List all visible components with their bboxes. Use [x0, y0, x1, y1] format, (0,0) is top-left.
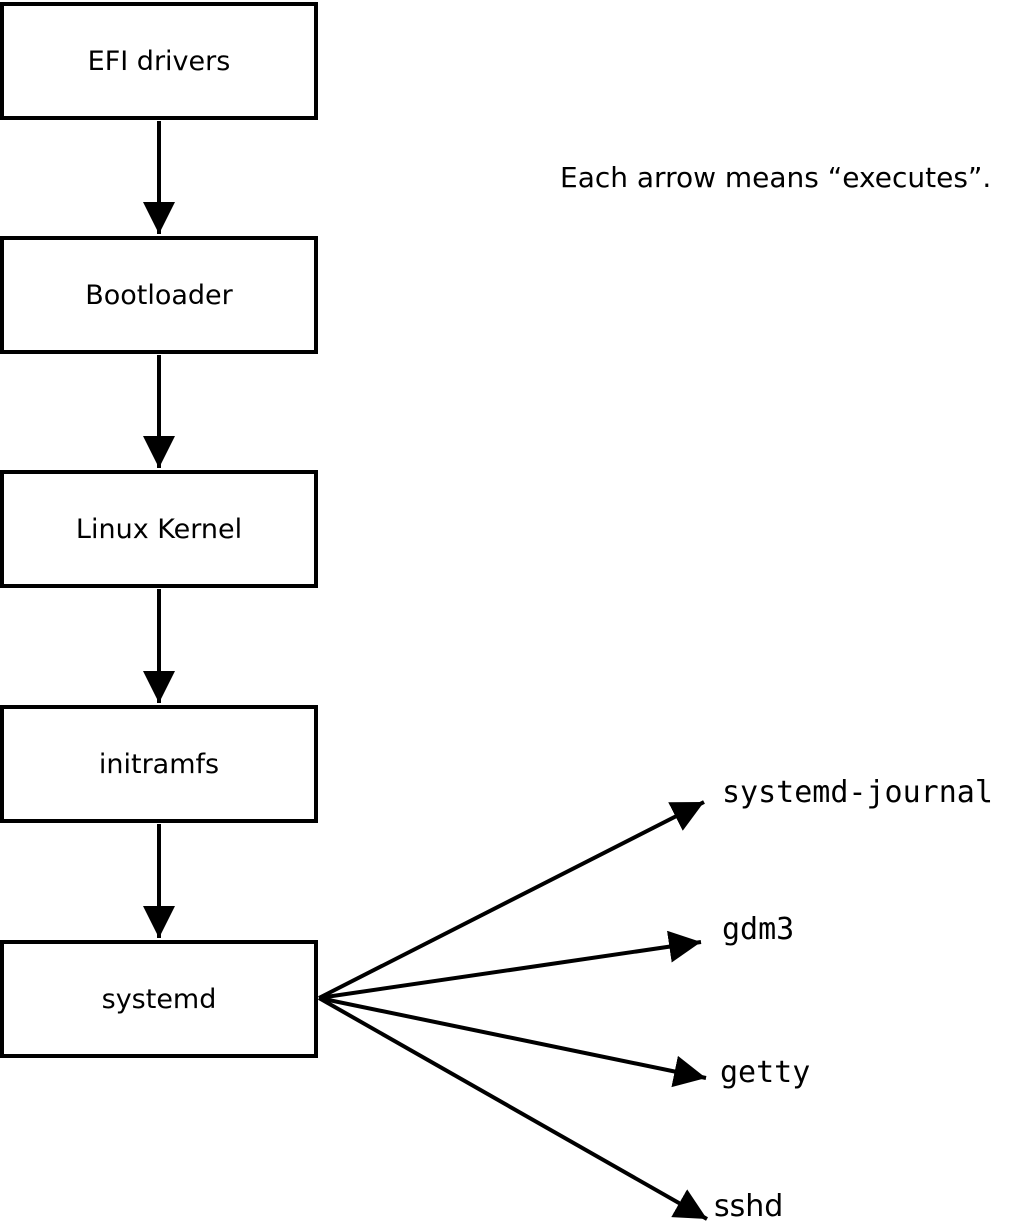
box-bootloader: Bootloader: [0, 236, 318, 354]
arrow-systemd-to-gdm3: [318, 930, 702, 1000]
box-systemd-label: systemd: [101, 983, 217, 1015]
box-bootloader-label: Bootloader: [85, 279, 233, 311]
note-text: Each arrow means “executes”.: [560, 161, 992, 194]
box-efi-drivers-label: EFI drivers: [87, 45, 231, 77]
service-label-gdm3: gdm3: [722, 912, 795, 947]
box-linux-kernel-label: Linux Kernel: [75, 513, 243, 545]
box-initramfs: initramfs: [0, 705, 318, 823]
service-label-systemd-journal: systemd-journal: [722, 775, 993, 810]
box-linux-kernel: Linux Kernel: [0, 470, 318, 588]
arrow-systemd-to-getty: [318, 996, 707, 1088]
box-systemd: systemd: [0, 940, 318, 1058]
arrow-systemd-to-sshd: [318, 996, 708, 1221]
box-initramfs-label: initramfs: [98, 748, 220, 780]
arrow-systemd-to-systemd-journal: [318, 800, 705, 1000]
service-label-sshd: sshd: [714, 1189, 784, 1224]
box-efi-drivers: EFI drivers: [0, 2, 318, 120]
service-label-getty: getty: [720, 1055, 811, 1090]
